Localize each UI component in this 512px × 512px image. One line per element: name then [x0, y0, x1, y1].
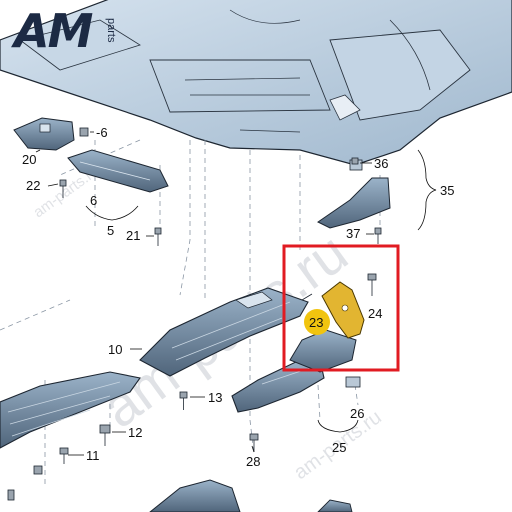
bolt-bottom-left-2 — [33, 465, 43, 475]
bolt-37 — [374, 227, 382, 244]
callout-25: 25 — [332, 440, 346, 455]
underbody-guard-part-11 — [0, 371, 141, 449]
bolt-21 — [154, 227, 162, 246]
vehicle-underbody — [0, 0, 512, 166]
leader-lines — [35, 131, 437, 456]
callout-13: 13 — [208, 390, 222, 405]
callout-36: 36 — [374, 156, 388, 171]
callout-23: 23 — [309, 315, 323, 330]
bolt-24 — [367, 273, 377, 296]
callout-11: 11 — [86, 448, 100, 463]
callout-21: 21 — [126, 228, 140, 243]
callout-24: 24 — [368, 306, 382, 321]
bolts — [7, 127, 382, 501]
callout-37: 37 — [346, 226, 360, 241]
callout-10: 10 — [108, 342, 122, 357]
center-guard-part-10 — [139, 287, 309, 377]
callout-12: 12 — [128, 425, 142, 440]
clip-part-26 — [345, 376, 361, 388]
callout-26: 26 — [350, 406, 364, 421]
selection-frame — [282, 244, 400, 372]
callout-22: 22 — [26, 178, 40, 193]
logo-sub-text: parts — [105, 18, 117, 43]
bolt-13 — [179, 391, 188, 410]
callout-5: 5 — [107, 223, 114, 238]
guide-lines — [0, 139, 381, 485]
callout-6-top: -6 — [96, 125, 108, 140]
bolt-22 — [59, 179, 67, 198]
callout-6: 6 — [90, 193, 97, 208]
callout-23-badge: 23 — [304, 309, 330, 335]
bolt-6 — [79, 127, 89, 137]
logo-brand-text: AM — [14, 4, 93, 58]
callout-35: 35 — [440, 183, 454, 198]
rear-guard-bottom — [149, 479, 353, 512]
bolt-36 — [351, 157, 359, 165]
callout-20: 20 — [22, 152, 36, 167]
bolt-11 — [59, 447, 69, 464]
bracket-part-20 — [13, 117, 75, 151]
bolt-28 — [249, 433, 259, 452]
am-parts-logo: AM parts — [14, 4, 144, 58]
side-guard-part-5 — [67, 149, 169, 193]
bolt-12 — [99, 424, 111, 446]
callout-labels: 20 22 -6 6 5 21 10 13 12 11 28 26 25 36 … — [22, 125, 454, 469]
bolt-bottom-left — [7, 489, 15, 501]
callout-28: 28 — [246, 454, 260, 469]
highlight-area — [282, 244, 400, 373]
